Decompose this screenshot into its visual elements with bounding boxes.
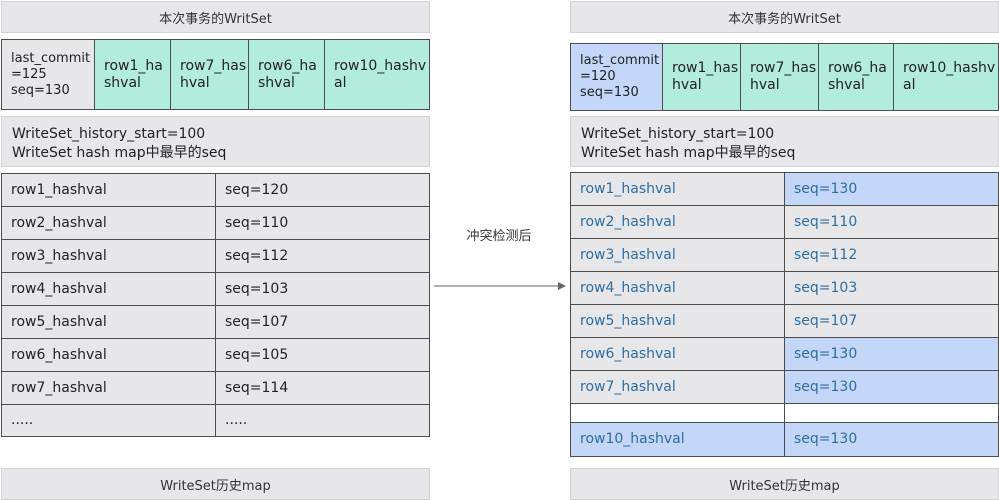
table-row-key: row2_hashval — [1, 206, 216, 240]
right-history-table: row1_hashval seq=130 row2_hashval seq=11… — [570, 172, 999, 457]
table-row-seq-updated: seq=130 — [784, 337, 999, 371]
table-row-key: row6_hashval — [1, 338, 216, 372]
table-row-seq: seq=107 — [784, 304, 999, 338]
table-row-seq: seq=107 — [215, 305, 430, 339]
table-row-key: row1_hashval — [570, 172, 785, 206]
left-writeset-row1: row1_hashval — [94, 39, 171, 110]
table-row-key: row1_hashval — [1, 173, 216, 207]
table-row-seq: seq=112 — [784, 238, 999, 272]
left-last-commit-cell: last_commit=125 seq=130 — [1, 39, 95, 110]
right-writeset-row10: row10_hashval — [893, 43, 999, 111]
table-row-key: row4_hashval — [570, 271, 785, 305]
table-row-empty — [784, 403, 999, 423]
table-row-key: row2_hashval — [570, 205, 785, 239]
left-writeset-row6: row6_hashval — [248, 39, 325, 110]
right-writeset-row7: row7_hashval — [740, 43, 819, 111]
right-writeset-row1: row1_hashval — [662, 43, 741, 111]
table-row-seq: seq=103 — [215, 272, 430, 306]
left-history-map-footer: WriteSet历史map — [1, 468, 430, 500]
table-row-seq-new: seq=130 — [784, 422, 999, 457]
table-row-seq-updated: seq=130 — [784, 370, 999, 404]
right-writeset-title: 本次事务的WritSet — [570, 1, 999, 33]
left-writeset-row7: row7_hashval — [170, 39, 249, 110]
left-history-table: row1_hashval seq=120 row2_hashval seq=11… — [1, 173, 430, 437]
table-row-empty — [570, 403, 785, 423]
table-row-key: row5_hashval — [570, 304, 785, 338]
table-row-seq: seq=105 — [215, 338, 430, 372]
left-history-start: WriteSet_history_start=100 — [12, 126, 206, 142]
table-row-key: row3_hashval — [1, 239, 216, 273]
left-history-info: WriteSet_history_start=100 WriteSet hash… — [1, 116, 430, 167]
left-writeset-title: 本次事务的WritSet — [1, 1, 430, 33]
table-row-seq: seq=112 — [215, 239, 430, 273]
right-history-map-footer: WriteSet历史map — [570, 468, 999, 500]
left-writeset-row10: row10_hashval — [324, 39, 430, 110]
table-row-seq-updated: seq=130 — [784, 172, 999, 206]
right-last-commit-cell: last_commit=120 seq=130 — [570, 43, 663, 111]
table-row-key: row5_hashval — [1, 305, 216, 339]
arrow-label: 冲突检测后 — [466, 229, 532, 244]
table-row-key: row6_hashval — [570, 337, 785, 371]
table-row-seq: seq=103 — [784, 271, 999, 305]
table-row-seq: seq=110 — [215, 206, 430, 240]
table-row-key: ..... — [1, 404, 216, 437]
table-row-key: row3_hashval — [570, 238, 785, 272]
right-writeset-row6: row6_hashval — [818, 43, 894, 111]
left-hash-map-note: WriteSet hash map中最早的seq — [12, 145, 227, 161]
table-row-key: row7_hashval — [570, 370, 785, 404]
table-row-seq: seq=110 — [784, 205, 999, 239]
right-history-info: WriteSet_history_start=100 WriteSet hash… — [570, 116, 999, 167]
right-arrow-icon — [434, 282, 566, 290]
table-row-key: row4_hashval — [1, 272, 216, 306]
table-row-seq: seq=120 — [215, 173, 430, 207]
right-history-start: WriteSet_history_start=100 — [581, 126, 775, 142]
table-row-key: row7_hashval — [1, 371, 216, 405]
table-row-key-new: row10_hashval — [570, 422, 785, 457]
right-hash-map-note: WriteSet hash map中最早的seq — [581, 145, 796, 161]
table-row-seq: seq=114 — [215, 371, 430, 405]
table-row-seq: ..... — [215, 404, 430, 437]
